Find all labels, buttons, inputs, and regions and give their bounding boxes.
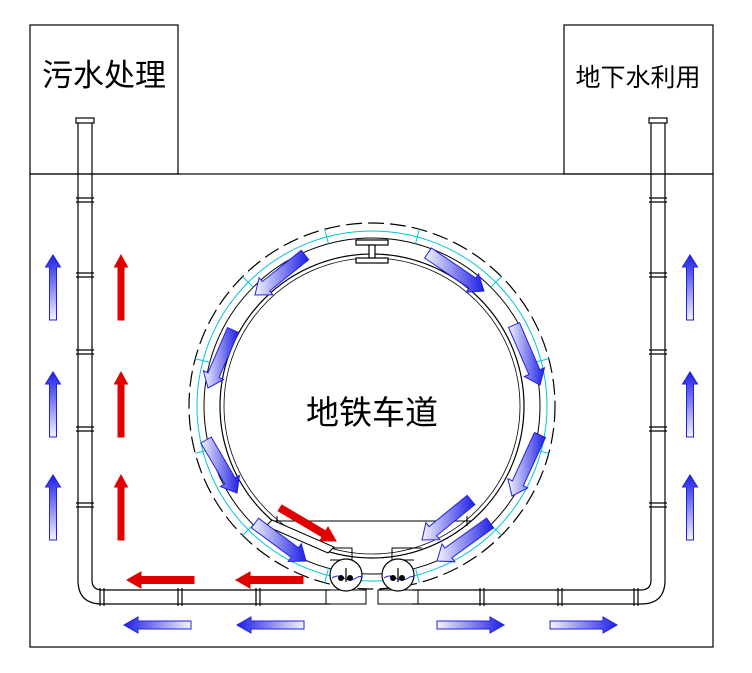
tunnel-blue-flow-arrow [200,436,241,494]
bottom-blue-flow-arrow [235,616,305,634]
ground-outline [29,24,714,648]
tunnel-blue-flow-arrow [421,494,476,541]
tunnel-red-flow-arrow [277,504,337,542]
segment-joint [324,229,330,244]
upward-blue-flow-arrow [681,254,699,321]
tunnel-blue-flow-arrow [507,431,547,497]
sewage-treatment-label: 污水处理 [42,58,166,94]
segment-joint [242,524,254,536]
collection-pipe-left [329,558,363,592]
bottom-blue-flow-arrow [436,616,506,634]
segment-joint [195,358,210,364]
tunnel-blue-flow-arrow [436,517,495,563]
segment-joint [490,276,502,288]
upward-red-flow-arrow [113,253,129,321]
left-vertical-pipe [75,117,330,606]
upward-blue-flow-arrow [44,474,62,541]
drain-channel-left [265,519,335,554]
crown-support-beam [355,239,389,264]
segment-joint [242,276,254,288]
upward-blue-flow-arrow [44,371,62,438]
tunnel-blue-flow-arrow [202,326,240,389]
right-vertical-pipe [412,117,668,606]
upward-blue-flow-arrow [681,474,699,541]
upward-blue-flow-arrow [681,371,699,438]
upward-blue-flow-arrow [44,254,62,321]
bottom-blue-flow-arrow [549,616,619,634]
collection-pipe-right [381,558,415,592]
tunnel-blue-flow-arrow [254,249,310,296]
bottom-red-flow-arrow [125,571,195,589]
tunnel-blue-flow-arrow [507,321,546,386]
bottom-red-flow-arrow [234,571,304,589]
segment-joint [414,229,420,244]
segment-joint [414,568,420,583]
upward-red-flow-arrow [113,473,129,541]
tunnel-blue-flow-arrow [423,247,485,293]
tunnel-blue-flow-arrow [250,517,307,563]
bottom-blue-flow-arrow [122,616,192,634]
subway-tunnel-label: 地铁车道 [306,393,438,432]
segment-joint [324,568,330,583]
flow-arrows [44,247,699,634]
upward-red-flow-arrow [113,370,129,438]
groundwater-use-label: 地下水利用 [575,63,700,92]
